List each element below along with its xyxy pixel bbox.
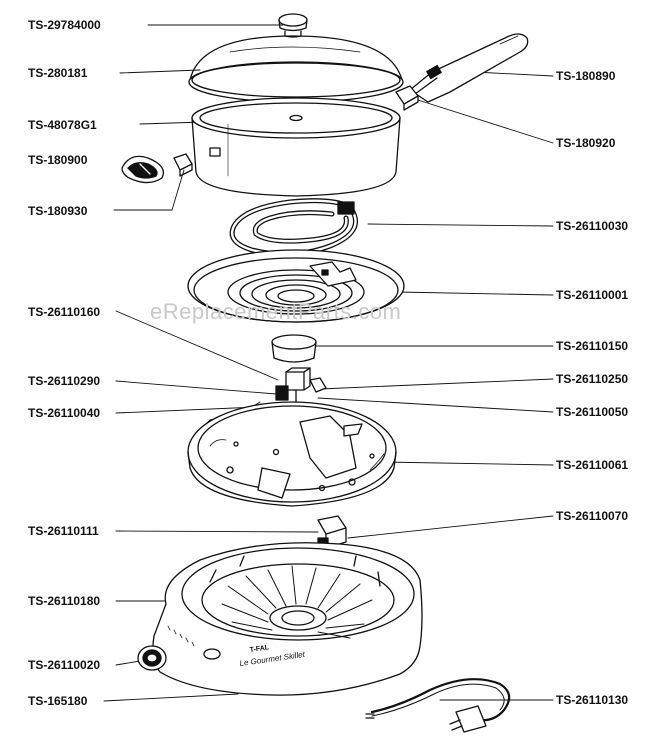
base-tray — [187, 401, 397, 507]
lid — [188, 35, 404, 103]
heat-plate — [187, 249, 405, 323]
label-ts-26110250: TS-26110250 — [556, 372, 629, 386]
label-ts-26110130: TS-26110130 — [556, 693, 629, 707]
lid-knob — [278, 13, 308, 38]
dial-markings — [167, 625, 195, 647]
label-ts-48078g1: TS-48078G1 — [28, 118, 97, 132]
label-ts-26110050: TS-26110050 — [556, 405, 629, 419]
leader-lines — [103, 24, 554, 702]
handle-clip — [121, 155, 165, 184]
label-ts-180890: TS-180890 — [556, 69, 616, 83]
power-cord — [365, 678, 511, 733]
handle — [409, 33, 529, 103]
heating-element — [229, 198, 358, 257]
label-ts-26110180: TS-26110180 — [28, 594, 101, 608]
watermark: eReplacementParts.com — [150, 299, 402, 324]
label-ts-180900: TS-180900 — [28, 153, 88, 167]
brand-mark: T-FAL — [249, 644, 270, 654]
temperature-knob — [137, 645, 167, 671]
label-ts-180920: TS-180920 — [556, 136, 616, 150]
label-ts-26110020: TS-26110020 — [28, 658, 101, 672]
label-ts-165180: TS-165180 — [28, 694, 88, 708]
label-ts-26110111: TS-26110111 — [28, 524, 99, 538]
indicator-light — [203, 648, 221, 660]
label-ts-26110030: TS-26110030 — [556, 219, 629, 233]
label-ts-26110001: TS-26110001 — [556, 288, 629, 302]
label-ts-26110061: TS-26110061 — [556, 458, 629, 472]
label-ts-26110070: TS-26110070 — [556, 509, 629, 523]
handle-bracket — [395, 85, 419, 111]
pan-body — [191, 97, 401, 197]
clip-block — [173, 153, 193, 177]
base-housing — [152, 542, 423, 696]
label-ts-26110040: TS-26110040 — [28, 406, 101, 420]
label-ts-26110290: TS-26110290 — [28, 374, 101, 388]
label-ts-29784000: TS-29784000 — [28, 18, 101, 32]
label-ts-26110150: TS-26110150 — [556, 339, 629, 353]
label-ts-26110160: TS-26110160 — [28, 305, 101, 319]
label-ts-280181: TS-280181 — [28, 66, 88, 80]
label-ts-180930: TS-180930 — [28, 204, 88, 218]
thermostat-cap — [271, 334, 317, 363]
